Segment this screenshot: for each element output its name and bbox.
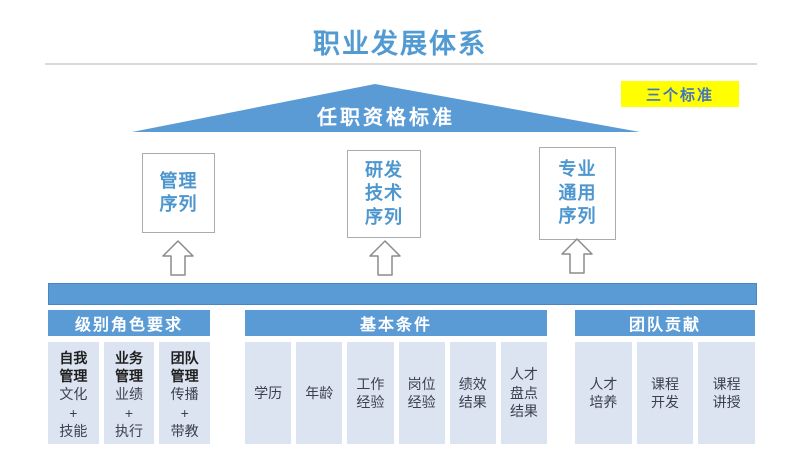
column-team-management: 团队 管理 传播 + 带教 bbox=[159, 342, 211, 444]
sequence-box-rnd-technical: 研发 技术 序列 bbox=[347, 150, 421, 238]
foundation-bar bbox=[48, 283, 757, 305]
column-course-development: 课程 开发 bbox=[636, 342, 694, 444]
column-position-experience: 岗位 经验 bbox=[398, 342, 445, 444]
column-course-teaching: 课程 讲授 bbox=[698, 342, 756, 444]
column-content: 岗位 经验 bbox=[407, 375, 436, 410]
section-level-role-requirements: 级别角色要求 自我 管理 文化 + 技能 业务 管理 业绩 + 执行 团队 管理… bbox=[48, 310, 211, 444]
column-talent-review-results: 人才 盘点 结果 bbox=[500, 342, 548, 444]
up-arrow-icon bbox=[162, 240, 194, 276]
column-content: 年龄 bbox=[305, 384, 334, 401]
section-header: 级别角色要求 bbox=[48, 310, 210, 336]
sequence-box-management: 管理 序列 bbox=[142, 153, 215, 233]
column-education: 学历 bbox=[245, 342, 292, 444]
title-divider bbox=[45, 63, 757, 65]
section-basic-conditions: 基本条件 学历 年龄 工作 经验 岗位 经验 绩效 结果 人才 盘点 结果 bbox=[245, 310, 548, 444]
column-content: 工作 经验 bbox=[356, 375, 385, 410]
sequence-box-professional-general: 专业 通用 序列 bbox=[539, 147, 616, 240]
column-content: 人才 培养 bbox=[589, 375, 618, 410]
column-content: 业绩 + 执行 bbox=[115, 386, 143, 440]
column-age: 年龄 bbox=[296, 342, 343, 444]
section-columns: 人才 培养 课程 开发 课程 讲授 bbox=[575, 342, 756, 444]
column-business-management: 业务 管理 业绩 + 执行 bbox=[103, 342, 155, 444]
column-title: 团队 管理 bbox=[170, 350, 199, 385]
section-columns: 自我 管理 文化 + 技能 业务 管理 业绩 + 执行 团队 管理 传播 + 带… bbox=[48, 342, 211, 444]
column-content: 课程 讲授 bbox=[712, 375, 741, 410]
column-content: 传播 + 带教 bbox=[170, 386, 199, 440]
column-content: 文化 + 技能 bbox=[59, 386, 88, 440]
column-content: 绩效 结果 bbox=[458, 375, 487, 410]
section-header: 团队贡献 bbox=[575, 310, 755, 336]
column-content: 学历 bbox=[254, 384, 283, 401]
qualification-standard-label: 任职资格标准 bbox=[317, 107, 455, 129]
column-title: 业务 管理 bbox=[115, 350, 143, 385]
three-standards-badge: 三个标准 bbox=[621, 81, 739, 107]
column-talent-cultivation: 人才 培养 bbox=[575, 342, 632, 444]
section-columns: 学历 年龄 工作 经验 岗位 经验 绩效 结果 人才 盘点 结果 bbox=[245, 342, 548, 444]
column-work-experience: 工作 经验 bbox=[347, 342, 394, 444]
page-title: 职业发展体系 bbox=[313, 29, 487, 59]
up-arrow-icon bbox=[561, 238, 593, 274]
column-title: 自我 管理 bbox=[59, 350, 88, 385]
section-team-contribution: 团队贡献 人才 培养 课程 开发 课程 讲授 bbox=[575, 310, 756, 444]
column-performance-results: 绩效 结果 bbox=[449, 342, 496, 444]
column-content: 课程 开发 bbox=[651, 375, 679, 410]
up-arrow-icon bbox=[369, 240, 401, 276]
column-content: 人才 盘点 结果 bbox=[509, 366, 538, 420]
column-self-management: 自我 管理 文化 + 技能 bbox=[48, 342, 99, 444]
section-header: 基本条件 bbox=[245, 310, 547, 336]
roof-triangle bbox=[132, 84, 640, 132]
